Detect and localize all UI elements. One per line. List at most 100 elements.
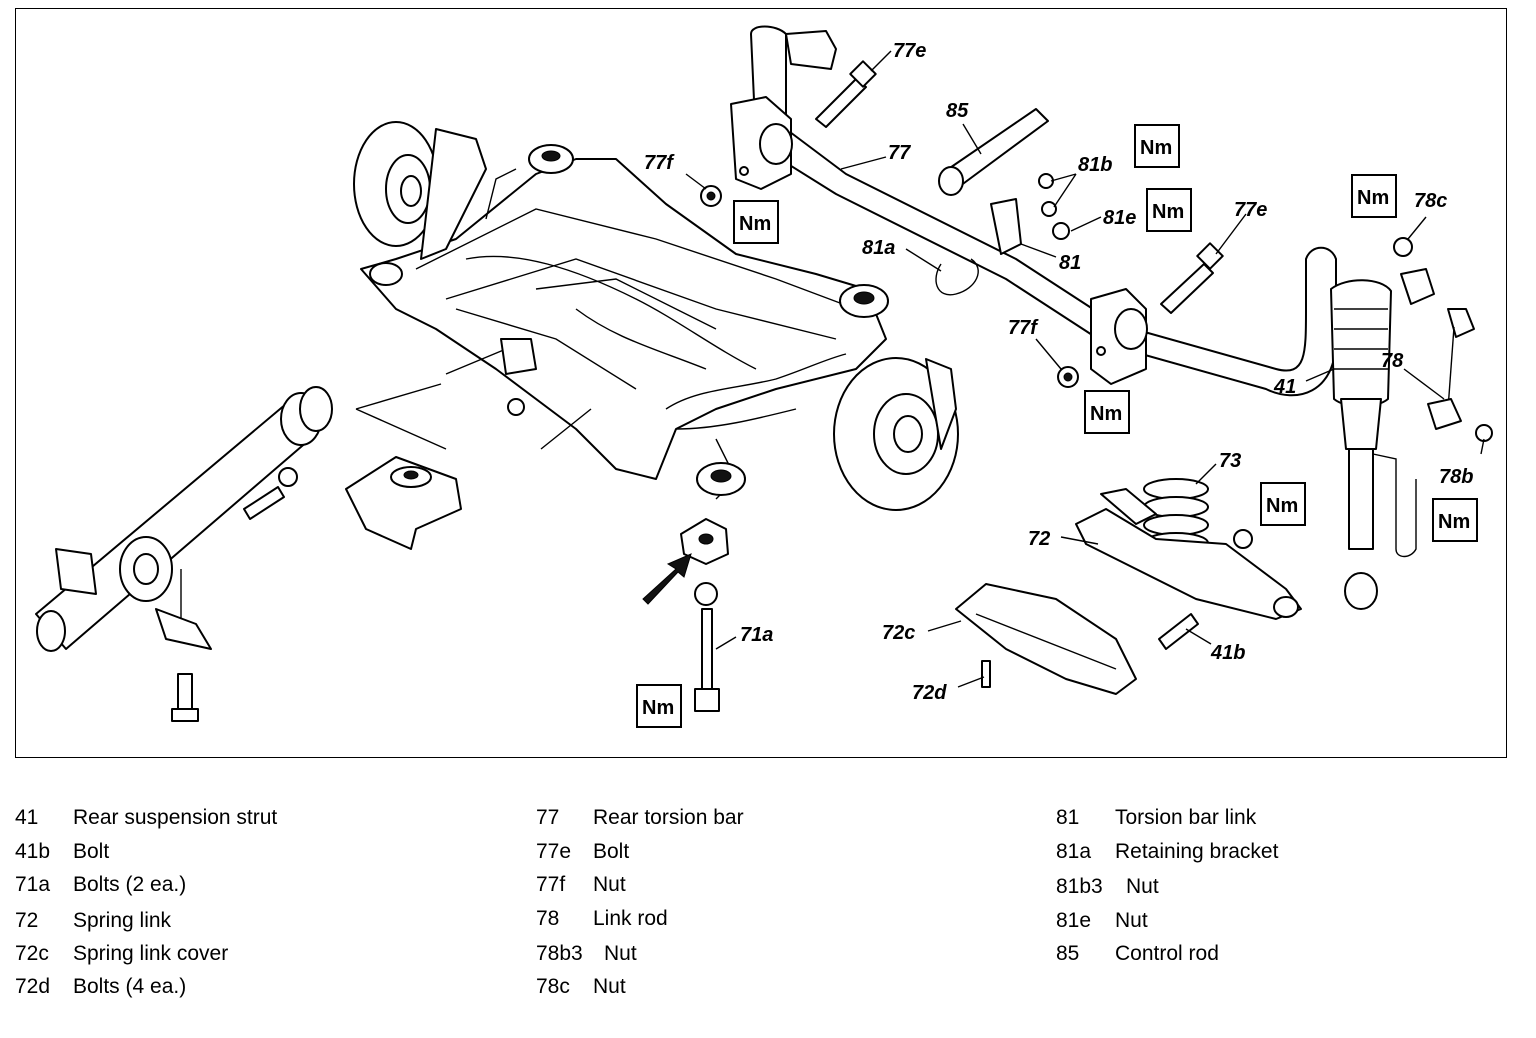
legend-desc: Rear suspension strut	[73, 806, 278, 829]
legend-num: 81a	[1056, 840, 1092, 863]
callout-73: 73	[1219, 450, 1241, 472]
svg-text:Nm: Nm	[1090, 403, 1122, 425]
callout-77e-upper: 77e	[893, 40, 926, 62]
legend-num: 78b3	[536, 942, 583, 965]
center-bearing-bolt	[171, 673, 199, 722]
callout-81: 81	[1059, 252, 1081, 274]
rear-axle-exploded-view: 77e 85 77 77f 81b 81e 81a 81 77e 78c 77f…	[35, 25, 1493, 728]
bolt-41b	[1158, 613, 1199, 650]
legend-num: 72	[15, 909, 39, 932]
nut-77f-lower	[1057, 366, 1079, 388]
direction-arrow	[642, 553, 692, 605]
right-wheel-hub	[833, 357, 959, 511]
torque-box: Nm	[733, 200, 779, 244]
callout-81b: 81b	[1078, 154, 1112, 176]
legend-num: 77f	[536, 873, 566, 896]
control-rod-85	[938, 108, 1049, 196]
svg-text:Nm: Nm	[642, 697, 674, 719]
brake-lines	[445, 338, 592, 450]
spring-link-cover-72c	[955, 583, 1137, 695]
rear-torsion-bar	[750, 25, 1435, 397]
callout-72c: 72c	[882, 622, 915, 644]
exploded-diagram-frame: 77e 85 77 77f 81b 81e 81a 81 77e 78c 77f…	[15, 8, 1507, 758]
nut-77f-upper	[700, 185, 722, 207]
mounting-plate	[345, 383, 462, 550]
leader-lines	[685, 50, 1485, 688]
svg-text:Nm: Nm	[1438, 511, 1470, 533]
legend-num: 71a	[15, 873, 51, 896]
legend-num: 77e	[536, 840, 572, 863]
legend-desc: Nut	[1115, 909, 1148, 932]
drive-shaft-bolt	[243, 467, 298, 520]
legend-desc: Spring link	[73, 909, 172, 932]
svg-text:Nm: Nm	[1266, 495, 1298, 517]
callout-81a: 81a	[862, 237, 895, 259]
bolt-72d	[981, 660, 991, 688]
bolt-77e-upper	[815, 60, 877, 128]
callout-41: 41	[1273, 376, 1296, 398]
legend-desc: Nut	[1126, 875, 1159, 898]
torsion-bar-bracket-left	[730, 96, 793, 190]
torque-box: Nm	[1260, 482, 1306, 526]
legend-num: 78c	[536, 975, 570, 998]
callout-81e: 81e	[1103, 207, 1136, 229]
torsion-bar-bracket-right	[1090, 288, 1148, 385]
drive-shaft	[35, 386, 333, 652]
legend-num: 81b3	[1056, 875, 1103, 898]
legend-desc: Retaining bracket	[1115, 840, 1279, 863]
callout-77: 77	[888, 142, 911, 164]
torsion-bar-link-81	[935, 173, 1070, 296]
torque-box: Nm	[1351, 174, 1397, 218]
legend-desc: Nut	[593, 873, 626, 896]
callout-72: 72	[1028, 528, 1050, 550]
torque-boxes: Nm Nm Nm Nm Nm Nm	[636, 124, 1478, 728]
bolt-77e-lower	[1160, 242, 1224, 314]
legend-desc: Link rod	[593, 907, 668, 930]
legend-desc: Bolts (2 ea.)	[73, 873, 187, 896]
torque-box: Nm	[1134, 124, 1180, 168]
rear-suspension-strut	[1330, 279, 1417, 610]
legend-desc: Nut	[604, 942, 637, 965]
legend-num: 81e	[1056, 909, 1092, 932]
svg-text:Nm: Nm	[1140, 137, 1172, 159]
legend-desc: Nut	[593, 975, 626, 998]
subframe-mounts	[369, 144, 889, 496]
legend-desc: Spring link cover	[73, 942, 229, 965]
callout-labels: 77e 85 77 77f 81b 81e 81a 81 77e 78c 77f…	[644, 40, 1473, 704]
legend-num: 77	[536, 806, 560, 829]
svg-text:Nm: Nm	[1152, 201, 1184, 223]
legend-desc: Torsion bar link	[1115, 806, 1257, 829]
legend-desc: Control rod	[1115, 942, 1219, 965]
callout-85: 85	[946, 100, 969, 122]
legend-num: 78	[536, 907, 560, 930]
callout-71a: 71a	[740, 624, 773, 646]
legend-num: 41b	[15, 840, 51, 863]
callout-78c: 78c	[1414, 190, 1447, 212]
torque-box: Nm	[636, 684, 682, 728]
callout-78b: 78b	[1439, 466, 1473, 488]
bolts-71a	[680, 518, 729, 712]
callout-77f-lower: 77f	[1008, 317, 1039, 339]
link-rod-78	[1393, 237, 1493, 442]
legend-desc: Rear torsion bar	[593, 806, 744, 829]
svg-text:Nm: Nm	[1357, 187, 1389, 209]
legend-num: 41	[15, 806, 39, 829]
legend-desc: Bolt	[73, 840, 110, 863]
left-wheel-hub	[353, 121, 487, 260]
legend-num: 81	[1056, 806, 1080, 829]
callout-72d: 72d	[912, 682, 947, 704]
torque-box: Nm	[1432, 498, 1478, 542]
legend-num: 72d	[15, 975, 51, 998]
callout-41b: 41b	[1210, 642, 1245, 664]
callout-77e-lower: 77e	[1234, 199, 1267, 221]
legend-desc: Bolts (4 ea.)	[73, 975, 187, 998]
legend-desc: Bolt	[593, 840, 630, 863]
legend-num: 72c	[15, 942, 49, 965]
svg-text:Nm: Nm	[739, 213, 771, 235]
legend-num: 85	[1056, 942, 1080, 965]
torque-box: Nm	[1146, 188, 1192, 232]
torque-box: Nm	[1084, 390, 1130, 434]
callout-78: 78	[1381, 350, 1404, 372]
spring-link-72	[1075, 488, 1302, 620]
